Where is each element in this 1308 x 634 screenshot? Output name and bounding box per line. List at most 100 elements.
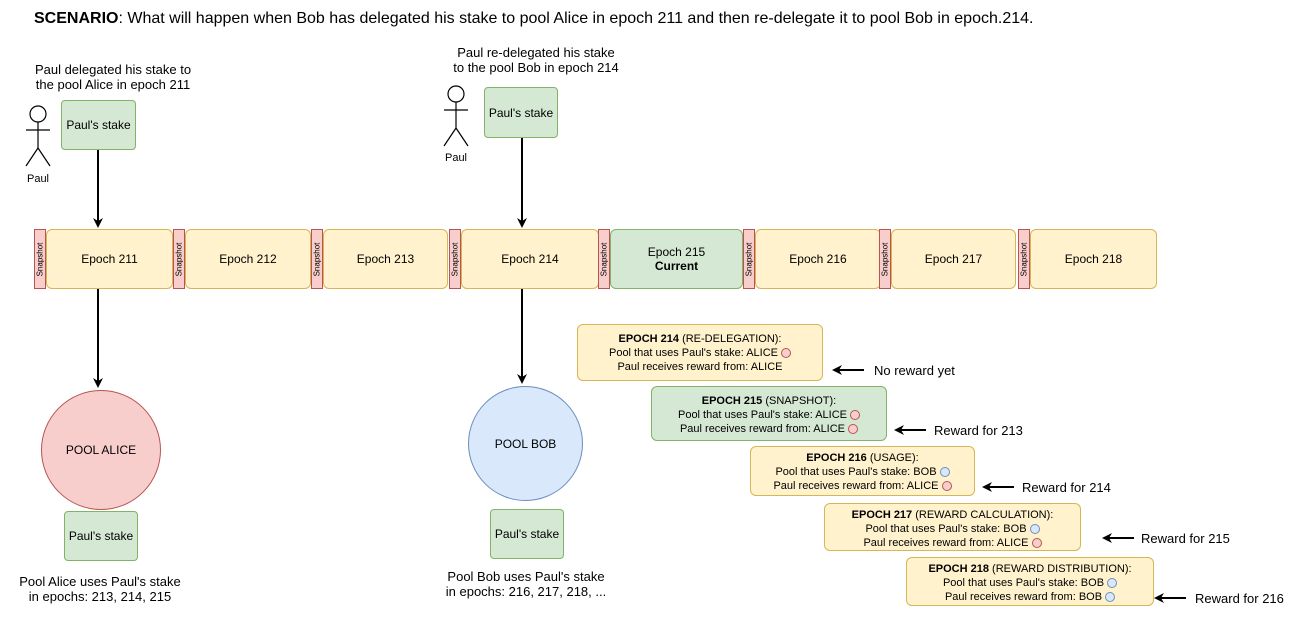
left-caption: Paul delegated his stake to the pool Ali… bbox=[20, 62, 206, 92]
info-reward-row-text: Paul receives reward from: ALICE bbox=[863, 537, 1029, 549]
epoch-box: Epoch 218 bbox=[1030, 229, 1157, 289]
left-person-label: Paul bbox=[26, 173, 50, 185]
info-uses-row: Pool that uses Paul's stake: BOB bbox=[751, 465, 974, 479]
pool-alice-caption: Pool Alice uses Paul's stake in epochs: … bbox=[0, 574, 200, 604]
info-reward-row: Paul receives reward from: ALICE bbox=[578, 360, 822, 374]
info-epoch: EPOCH 214 bbox=[618, 333, 680, 345]
epoch-box: Epoch 211 bbox=[46, 229, 173, 289]
snapshot-label: Snapshot bbox=[174, 242, 184, 276]
snapshot-label: Snapshot bbox=[35, 242, 45, 276]
snapshot-marker: Snapshot bbox=[743, 229, 755, 289]
info-phase: (SNAPSHOT): bbox=[762, 395, 837, 407]
reward-note: No reward yet bbox=[874, 363, 955, 378]
info-reward-row-text: Paul receives reward from: ALICE bbox=[617, 361, 783, 373]
snapshot-label: Snapshot bbox=[880, 242, 890, 276]
snapshot-marker: Snapshot bbox=[34, 229, 46, 289]
info-uses-row: Pool that uses Paul's stake: ALICE bbox=[578, 346, 822, 360]
epoch-name: Epoch 214 bbox=[501, 252, 559, 266]
snapshot-marker: Snapshot bbox=[173, 229, 185, 289]
epoch-box: Epoch 213 bbox=[323, 229, 448, 289]
epoch-box: Epoch 214 bbox=[461, 229, 599, 289]
epoch-info-box: EPOCH 214 (RE-DELEGATION):Pool that uses… bbox=[577, 324, 823, 381]
pool-alice-caption-line1: Pool Alice uses Paul's stake bbox=[19, 574, 181, 589]
reward-note: Reward for 213 bbox=[934, 423, 1023, 438]
epoch-name: Epoch 212 bbox=[219, 252, 277, 266]
info-epoch: EPOCH 217 bbox=[851, 509, 913, 521]
alice-pool-dot-icon bbox=[781, 348, 792, 358]
info-epoch: EPOCH 216 bbox=[806, 452, 867, 464]
epoch-box: Epoch 217 bbox=[891, 229, 1016, 289]
info-uses-row-text: Pool that uses Paul's stake: ALICE bbox=[677, 409, 848, 421]
info-uses-row-text: Pool that uses Paul's stake: BOB bbox=[942, 577, 1105, 589]
middle-stake-box: Paul's stake bbox=[484, 87, 558, 138]
bob-pool-dot-icon bbox=[939, 467, 950, 477]
pool-bob-caption-line2: in epochs: 216, 217, 218, ... bbox=[445, 584, 607, 599]
middle-caption: Paul re-delegated his stake to the pool … bbox=[436, 45, 636, 75]
info-uses-row-text: Pool that uses Paul's stake: BOB bbox=[775, 466, 937, 478]
info-uses-row: Pool that uses Paul's stake: BOB bbox=[907, 576, 1153, 590]
left-caption-line1: Paul delegated his stake to bbox=[34, 62, 192, 77]
epoch-info-box: EPOCH 218 (REWARD DISTRIBUTION):Pool tha… bbox=[906, 557, 1154, 606]
left-stake-box: Paul's stake bbox=[61, 100, 136, 150]
bob-pool-dot-icon bbox=[1107, 578, 1118, 588]
info-uses-row: Pool that uses Paul's stake: BOB bbox=[825, 522, 1080, 536]
alice-pool-dot-icon bbox=[1031, 538, 1042, 548]
info-heading: EPOCH 217 (REWARD CALCULATION): bbox=[825, 508, 1080, 522]
info-heading: EPOCH 218 (REWARD DISTRIBUTION): bbox=[907, 562, 1153, 576]
epoch-box: Epoch 212 bbox=[185, 229, 311, 289]
info-epoch: EPOCH 215 bbox=[701, 395, 763, 407]
snapshot-label: Snapshot bbox=[599, 242, 609, 276]
left-caption-line2: the pool Alice in epoch 211 bbox=[35, 77, 191, 92]
middle-caption-line2: to the pool Bob in epoch 214 bbox=[453, 60, 619, 75]
info-reward-row: Paul receives reward from: ALICE bbox=[751, 479, 974, 493]
epoch-info-box: EPOCH 216 (USAGE):Pool that uses Paul's … bbox=[750, 446, 975, 496]
pool-alice-stake-box: Paul's stake bbox=[64, 511, 138, 561]
middle-person-label: Paul bbox=[444, 152, 468, 164]
info-uses-row-text: Pool that uses Paul's stake: BOB bbox=[865, 523, 1027, 535]
info-uses-row: Pool that uses Paul's stake: ALICE bbox=[652, 408, 886, 422]
epoch-current-label: Current bbox=[654, 259, 699, 273]
epoch-name: Epoch 211 bbox=[81, 252, 138, 266]
alice-pool-dot-icon bbox=[941, 481, 952, 491]
snapshot-marker: Snapshot bbox=[879, 229, 891, 289]
pool-bob-caption-line1: Pool Bob uses Paul's stake bbox=[447, 569, 605, 584]
info-reward-row-text: Paul receives reward from: BOB bbox=[944, 591, 1103, 603]
info-heading: EPOCH 215 (SNAPSHOT): bbox=[652, 394, 886, 408]
epoch-name: Epoch 215 bbox=[647, 245, 706, 259]
epoch-name: Epoch 216 bbox=[789, 252, 847, 266]
info-reward-row-text: Paul receives reward from: ALICE bbox=[679, 423, 846, 435]
info-phase: (REWARD CALCULATION): bbox=[912, 509, 1054, 521]
epoch-box: Epoch 216 bbox=[755, 229, 881, 289]
info-reward-row: Paul receives reward from: BOB bbox=[907, 590, 1153, 604]
pool-bob-caption: Pool Bob uses Paul's stake in epochs: 21… bbox=[426, 569, 626, 599]
reward-note: Reward for 216 bbox=[1195, 591, 1284, 606]
snapshot-label: Snapshot bbox=[744, 242, 754, 276]
person-icon-middle bbox=[443, 85, 469, 147]
info-phase: (USAGE): bbox=[866, 452, 919, 464]
pool-bob-circle: POOL BOB bbox=[468, 386, 583, 501]
snapshot-marker: Snapshot bbox=[449, 229, 461, 289]
info-heading: EPOCH 216 (USAGE): bbox=[751, 451, 974, 465]
snapshot-marker: Snapshot bbox=[1018, 229, 1030, 289]
epoch-info-box: EPOCH 215 (SNAPSHOT):Pool that uses Paul… bbox=[651, 386, 887, 441]
epoch-name: Epoch 217 bbox=[924, 252, 983, 266]
info-uses-row-text: Pool that uses Paul's stake: ALICE bbox=[608, 347, 779, 359]
info-heading: EPOCH 214 (RE-DELEGATION): bbox=[578, 332, 822, 346]
info-reward-row-text: Paul receives reward from: ALICE bbox=[773, 480, 939, 492]
person-icon-left bbox=[25, 105, 51, 167]
snapshot-marker: Snapshot bbox=[311, 229, 323, 289]
info-reward-row: Paul receives reward from: ALICE bbox=[652, 422, 886, 436]
middle-caption-line1: Paul re-delegated his stake bbox=[457, 45, 615, 60]
bob-pool-dot-icon bbox=[1029, 524, 1040, 534]
bob-pool-dot-icon bbox=[1105, 592, 1116, 602]
scenario-title: SCENARIO: What will happen when Bob has … bbox=[34, 10, 1033, 28]
scenario-label: SCENARIO bbox=[34, 10, 119, 27]
info-epoch: EPOCH 218 bbox=[928, 563, 989, 575]
reward-note: Reward for 215 bbox=[1141, 531, 1230, 546]
snapshot-label: Snapshot bbox=[312, 242, 322, 276]
scenario-text: : What will happen when Bob has delegate… bbox=[118, 10, 1034, 27]
epoch-name: Epoch 218 bbox=[1064, 252, 1123, 266]
epoch-info-box: EPOCH 217 (REWARD CALCULATION):Pool that… bbox=[824, 503, 1081, 551]
